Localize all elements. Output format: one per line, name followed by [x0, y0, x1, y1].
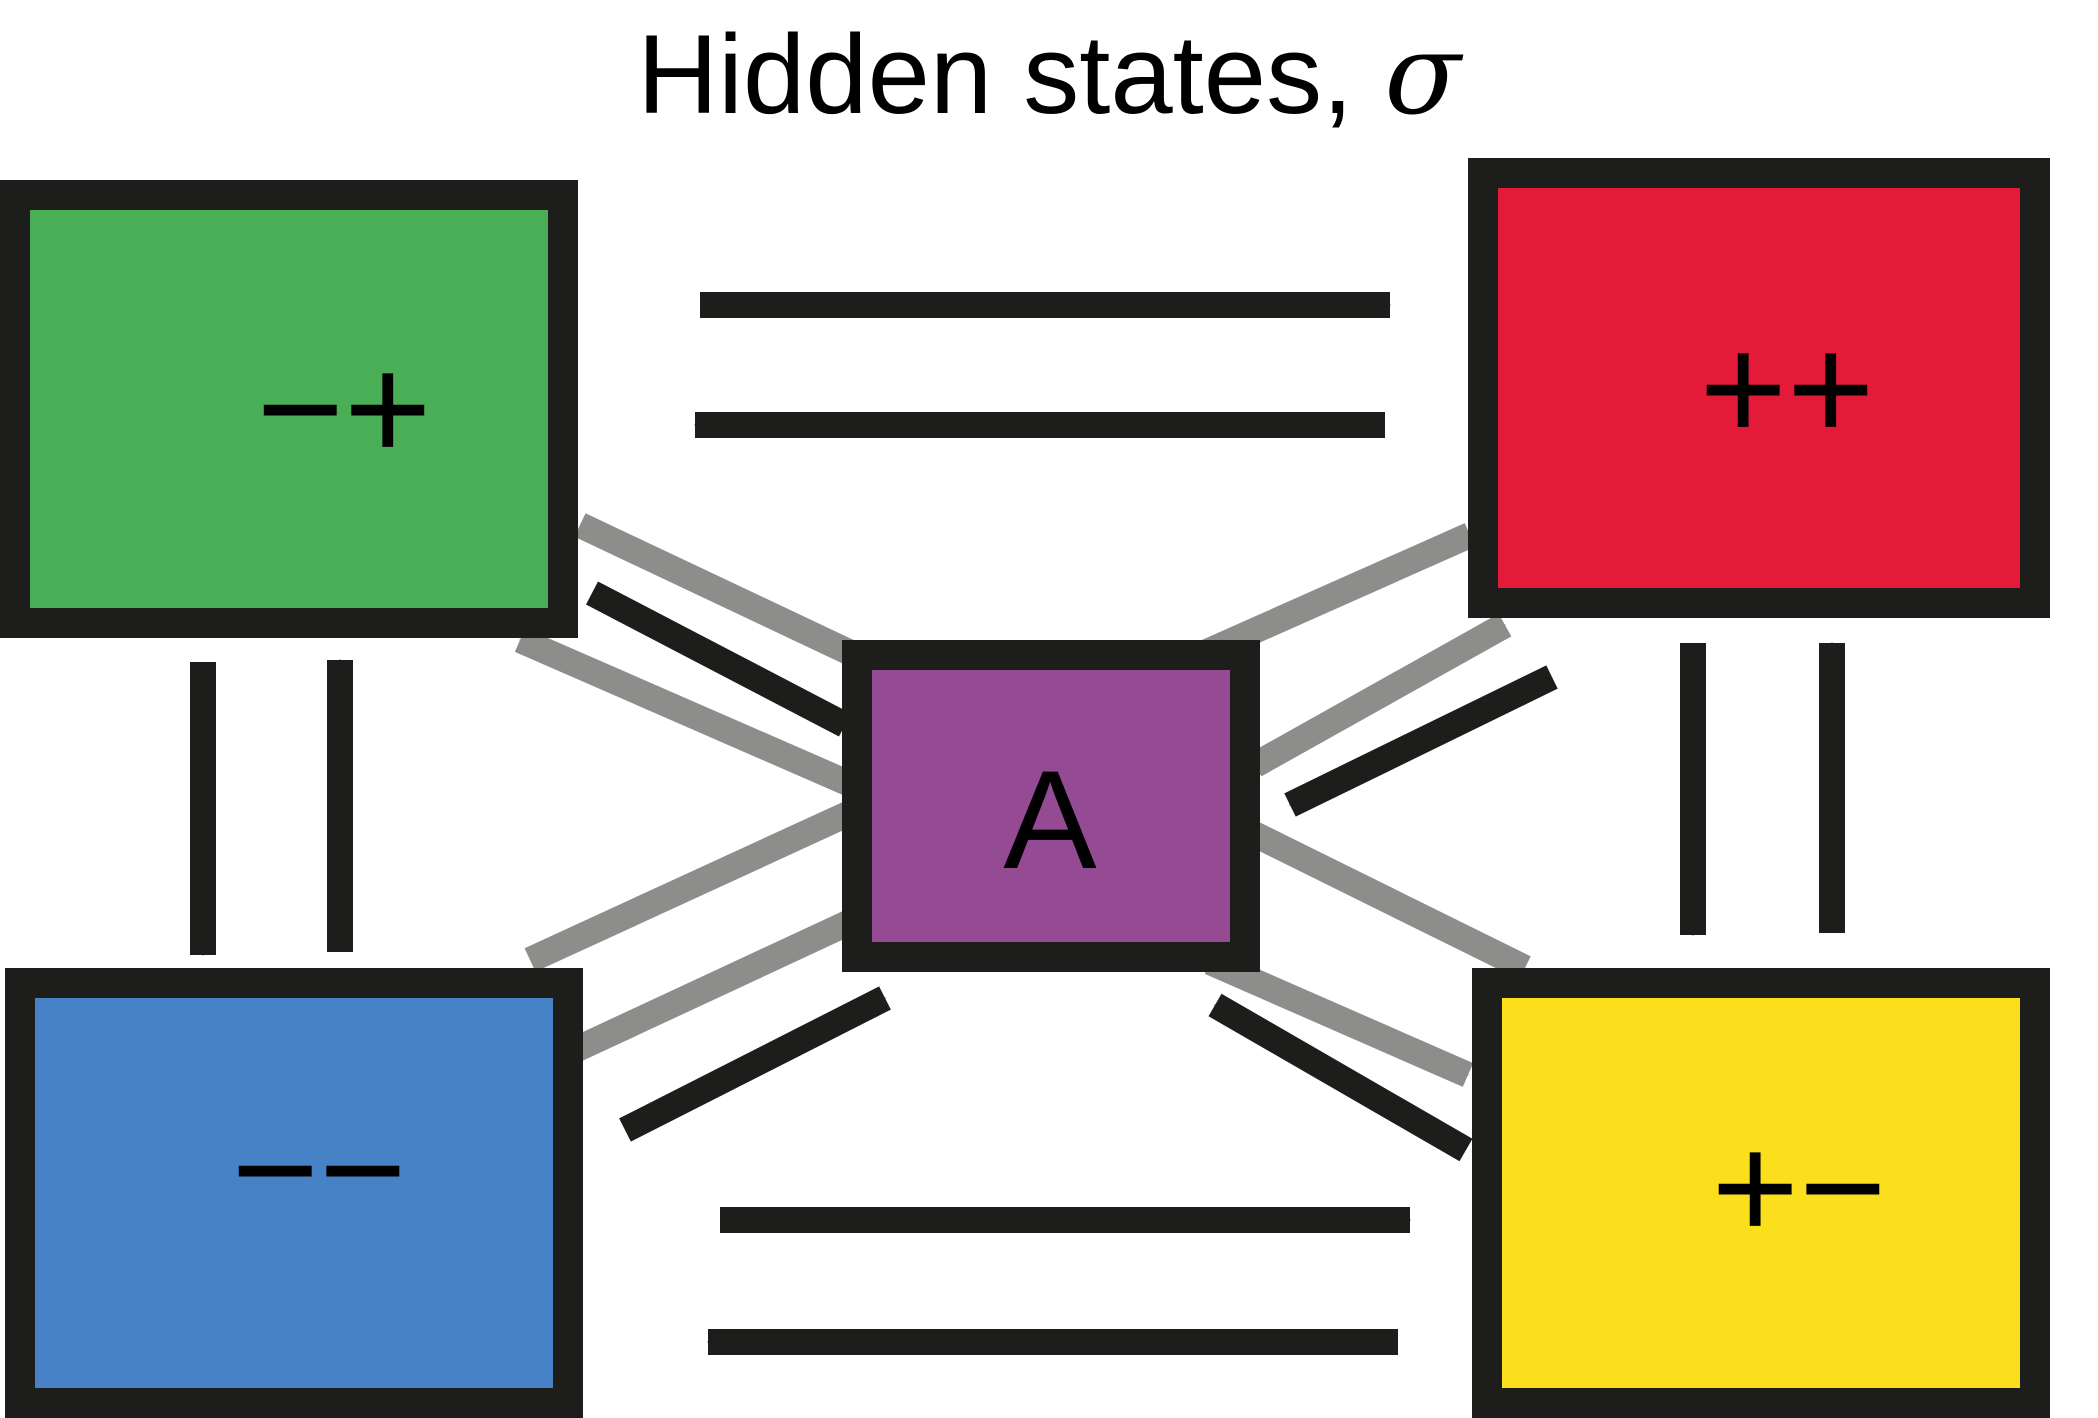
state-plus-minus-label-text: +− — [1711, 1103, 1887, 1271]
arrow-gray-line-pp — [1248, 613, 1512, 777]
state-minus-minus: −− — [5, 968, 583, 1418]
arrow-minus-minus-to-A — [619, 986, 891, 1142]
arrow-gray-line-pm — [1204, 950, 1474, 1087]
arrow-gray-line-mm — [524, 800, 858, 972]
arrow-A-to-plus-minus — [1244, 820, 1531, 980]
sigma-symbol: σ — [1384, 10, 1461, 140]
state-minus-plus-label: −+ — [256, 324, 432, 492]
state-plus-plus-label: ++ — [1699, 304, 1875, 472]
state-A-label: A — [1003, 741, 1097, 898]
arrow-gray-line-mp — [574, 513, 861, 667]
state-plus-minus: ++ +− — [1472, 968, 2050, 1418]
arrow-A-to-minus-minus — [569, 910, 856, 1062]
arrow-A-to-plus-plus — [1194, 523, 1476, 667]
arrow-minus-plus-to-A — [585, 581, 852, 737]
state-A: A — [842, 640, 1260, 972]
state-minus-minus-label: −− — [231, 1085, 407, 1253]
title-text: Hidden states, — [637, 12, 1385, 137]
arrow-plus-plus-to-A — [1284, 665, 1558, 817]
arrow-A-to-minus-plus — [514, 628, 856, 796]
state-minus-plus: −+ — [0, 180, 578, 638]
diagram-title: Hidden states, σ — [0, 0, 2098, 150]
state-plus-plus: ++ — [1468, 158, 2050, 618]
arrow-plus-minus-to-A — [1208, 993, 1473, 1162]
